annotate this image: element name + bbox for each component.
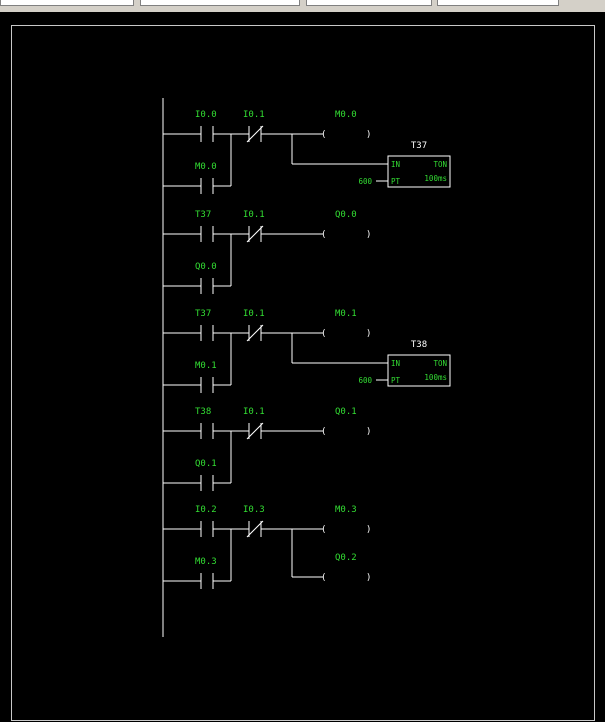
rung-3-out1-coil-label: M0.1 (335, 309, 357, 319)
rung-5-out1-coil-right: ) (366, 525, 371, 535)
rung-3-out1-coil-right: ) (366, 329, 371, 339)
rung-5-out1-coil-left: ( (321, 525, 326, 535)
rung-1-timer-preset: 600 (358, 177, 372, 186)
rung-1-par-contact-label: M0.0 (195, 162, 217, 172)
rung-3-c2-contact-slash (246, 324, 264, 342)
rung-3-timer-type: TON (433, 359, 447, 368)
rung-5-out2-coil-label: Q0.2 (335, 553, 357, 563)
rung-3-timer-resolution: 100ms (424, 373, 447, 382)
rung-2-c2-contact-label: I0.1 (243, 210, 265, 220)
rung-5-c1-contact-label: I0.2 (195, 505, 217, 515)
rung-1-timer-block[interactable] (387, 155, 451, 188)
rung-4-c2-contact-slash (246, 422, 264, 440)
rung-1-timer-type: TON (433, 160, 447, 169)
rung-4-c1-contact-label: T38 (195, 407, 211, 417)
rung-3-timer-block[interactable] (387, 354, 451, 387)
rung-4-par-contact-label: Q0.1 (195, 459, 217, 469)
rung-2-out1-coil-left: ( (321, 230, 326, 240)
rung-5-out2-coil-left: ( (321, 573, 326, 583)
rung-1-timer-resolution: 100ms (424, 174, 447, 183)
rung-2-out1-coil-right: ) (366, 230, 371, 240)
rung-1-out1-coil-label: M0.0 (335, 110, 357, 120)
rung-1-timer-name: T37 (411, 141, 427, 151)
rung-5-c2-contact-slash (246, 520, 264, 538)
rung-1-c2-contact-label: I0.1 (243, 110, 265, 120)
rung-5-out2-coil-right: ) (366, 573, 371, 583)
rung-4-c2-contact-label: I0.1 (243, 407, 265, 417)
rung-2-out1-coil-label: Q0.0 (335, 210, 357, 220)
ladder-editor-frame (0, 12, 605, 722)
rung-1-out1-coil-right: ) (366, 130, 371, 140)
rung-5-par-contact-label: M0.3 (195, 557, 217, 567)
rung-3-out1-coil-left: ( (321, 329, 326, 339)
rung-2-par-contact-label: Q0.0 (195, 262, 217, 272)
rung-3-c2-contact-label: I0.1 (243, 309, 265, 319)
rung-3-c1-contact-label: T37 (195, 309, 211, 319)
top-tab-3[interactable] (306, 0, 432, 6)
rung-2-c1-contact-label: T37 (195, 210, 211, 220)
rung-4-out1-coil-left: ( (321, 427, 326, 437)
rung-1-timer-pt-label: PT (391, 177, 401, 186)
top-tab-1[interactable] (0, 0, 134, 6)
rung-3-timer-in-label: IN (391, 359, 400, 368)
ladder-editor-border (11, 25, 595, 721)
top-tab-2[interactable] (140, 0, 300, 6)
rung-4-out1-coil-right: ) (366, 427, 371, 437)
rung-3-par-contact-label: M0.1 (195, 361, 217, 371)
rung-4-out1-coil-label: Q0.1 (335, 407, 357, 417)
rung-3-timer-preset: 600 (358, 376, 372, 385)
rung-1-c2-contact-slash (246, 125, 264, 143)
rung-3-timer-pt-label: PT (391, 376, 401, 385)
rung-1-out1-coil-left: ( (321, 130, 326, 140)
rung-5-out1-coil-label: M0.3 (335, 505, 357, 515)
rung-2-c2-contact-slash (246, 225, 264, 243)
rung-1-timer-in-label: IN (391, 160, 400, 169)
rung-3-timer-name: T38 (411, 340, 427, 350)
rung-5-c2-contact-label: I0.3 (243, 505, 265, 515)
rung-1-c1-contact-label: I0.0 (195, 110, 217, 120)
top-tab-4[interactable] (437, 0, 559, 6)
